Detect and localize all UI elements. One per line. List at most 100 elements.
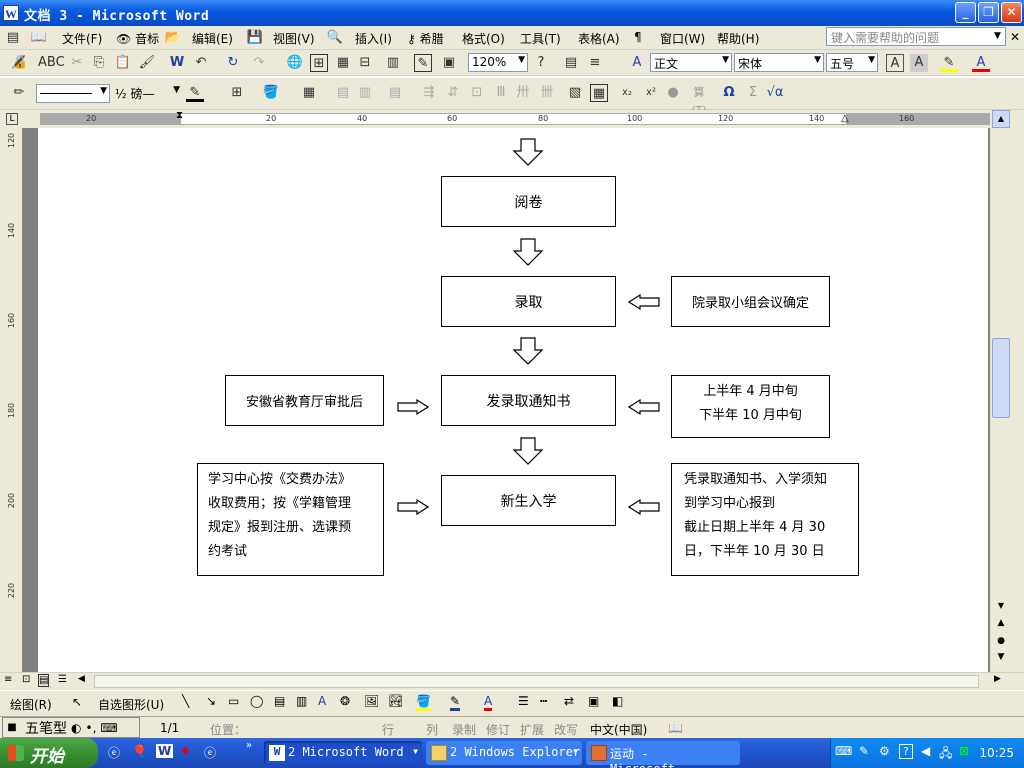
arrow-down-icon[interactable] [512,238,544,266]
copy-icon[interactable]: ⎘ [93,55,105,70]
enclose-char-icon[interactable]: ● [667,85,679,100]
menu-file[interactable]: 文件(F) [62,32,103,46]
task-explorer[interactable]: 2 Windows Explorer ▼ [426,741,582,765]
shading-icon[interactable]: 🪣 [262,85,280,100]
menu-greek[interactable]: ⚷ 希腊 [407,30,444,47]
shadow-icon[interactable]: ▣ [588,694,600,708]
close-button[interactable]: ✕ [1001,2,1022,23]
font-color-icon[interactable]: A [972,54,990,72]
rectangle-tool-icon[interactable]: ▭ [228,694,240,708]
indent-marker-icon[interactable]: ⧗ [176,110,184,121]
more-icon[interactable]: » [246,740,253,751]
columns-icon[interactable]: ▥ [386,55,400,70]
line-tool-icon[interactable]: ╲ [182,694,190,708]
pen-tray-icon[interactable]: ✎ [859,744,870,758]
phonetic-guide-icon[interactable]: 算(T) [691,86,706,117]
arrow-tool-icon[interactable]: ↘ [206,694,217,708]
insert-table-icon[interactable]: ▦ [336,55,350,70]
line-color-icon[interactable]: ✎ [450,694,461,711]
insert-excel-icon[interactable]: ⊟ [359,55,371,70]
status-record[interactable]: 录制 [452,723,477,737]
char-border-icon[interactable]: A [886,54,904,72]
spelling-icon[interactable]: ABC [38,55,65,70]
horizontal-scrollbar[interactable]: ≡ ⊡ ▤ ☰ ◀ ▶ [0,672,1024,690]
menu-tools[interactable]: 工具(T) [520,32,561,46]
repeat-icon[interactable]: ↷ [253,55,265,70]
horizontal-ruler[interactable]: L 20 20 40 60 80 100 120 140 160 ⧗ △ [0,110,1024,128]
folder-open-icon[interactable]: 📂 [164,30,182,45]
char-shading-icon[interactable]: A [910,54,928,72]
pencil-icon[interactable]: ✏ [13,85,25,100]
permission-icon[interactable]: 🔏 [10,55,28,70]
scroll-down-icon[interactable]: ▼ [997,601,1005,610]
task-ppt[interactable]: 运动 - Microsoft... [586,741,740,768]
doc-menu-icon[interactable]: ▤ [6,30,20,45]
ie-icon[interactable]: ⓔ [108,746,121,760]
word-quick-icon[interactable]: W [156,744,174,758]
picture-icon[interactable]: 🏞 [388,694,404,708]
network-tray-icon[interactable]: 🖧 [939,746,953,760]
text-direction-icon[interactable]: Ⅲ [496,85,506,100]
highlight-icon[interactable]: ✎ [940,54,958,72]
sum-icon[interactable]: Σ [748,85,758,100]
status-track[interactable]: 修订 [486,723,511,737]
line-style-icon[interactable]: ☰ [518,694,529,708]
balloon-icon[interactable]: 🎈 [132,744,147,758]
right-indent-icon[interactable]: △ [841,113,849,124]
status-language[interactable]: 中文(中国) [590,723,648,737]
collapse-tray-icon[interactable]: ◀ [921,744,931,758]
hyperlink-icon[interactable]: 🌐 [286,55,304,70]
start-button[interactable]: 开始 [0,738,98,768]
arrow-left-icon[interactable] [628,294,660,310]
arrow-right-icon[interactable] [397,499,429,515]
ime-mode[interactable]: 五笔型 [25,720,67,737]
format-painter-icon[interactable]: 🖌 [138,55,156,70]
menu-pilcrow[interactable]: ¶ [634,30,642,44]
task-word[interactable]: W 2 Microsoft Word ▼ [264,741,422,765]
menu-help[interactable]: 帮助(H) [717,32,760,46]
book-icon[interactable]: 📖 [30,30,48,45]
clock[interactable]: 10:25 [979,746,1014,760]
line-weight-select[interactable]: ½ 磅—▼ [112,84,182,103]
help-search-input[interactable]: 键入需要帮助的问题 [826,27,1006,46]
status-overtype[interactable]: 改写 [554,723,579,737]
help-dropdown-icon[interactable]: ▼ [994,31,1001,41]
font-size-select[interactable]: 五号▼ [826,53,878,72]
style-select[interactable]: 正文▼ [650,53,732,72]
save-icon[interactable]: 💾 [246,30,264,45]
3d-style-icon[interactable]: ◧ [612,694,624,708]
superscript-icon[interactable]: x² [646,87,656,98]
outline-view-icon[interactable]: ☰ [58,674,67,685]
word-app-icon[interactable]: W [3,5,19,21]
status-extend[interactable]: 扩展 [520,723,545,737]
formula-icon[interactable]: ▧ [568,85,582,100]
arrow-down-icon[interactable] [512,337,544,365]
box-committee[interactable]: 院录取小组会议确定 [671,276,830,327]
box-fee-registration[interactable]: 学习中心按《交费办法》 收取费用；按《学籍管理 规定》报到注册、选课预 约考试 [197,463,384,576]
box-admission[interactable]: 录取 [441,276,616,327]
undo-icon[interactable]: ↶ [195,55,207,70]
oval-tool-icon[interactable]: ◯ [250,694,264,708]
word-icon[interactable]: W [169,55,185,70]
distribute-cols-icon[interactable]: ⇵ [447,85,459,100]
textbox-tool-icon[interactable]: ▤ [274,694,286,708]
draw-menu[interactable]: 绘图(R) [10,698,52,712]
read-mode-icon[interactable]: ▤ [564,55,578,70]
autoshapes-menu[interactable]: 自选图形(U) [98,698,165,712]
menu-view[interactable]: 视图(V) [273,32,315,46]
arrow-style-icon[interactable]: ⇄ [564,694,575,708]
ime-tray-icon[interactable]: ⌨ [835,744,853,758]
scroll-right-icon[interactable]: ▶ [994,674,1001,684]
menu-format[interactable]: 格式(O) [462,32,505,46]
sort-asc-icon[interactable]: 卅 [516,85,530,100]
menu-phonetic[interactable]: 👁 音标 [116,30,159,47]
subscript-icon[interactable]: x₂ [622,87,632,98]
acrobat-icon[interactable]: ♦ [180,744,191,758]
scroll-left-icon[interactable]: ◀ [78,674,85,684]
help-icon[interactable]: ? [537,55,545,70]
menu-table[interactable]: 表格(A) [578,32,620,46]
vertical-textbox-icon[interactable]: ▥ [296,694,308,708]
next-page-icon[interactable]: ▼ [997,652,1005,662]
sort-desc-icon[interactable]: 卌 [540,85,554,100]
doc-map-icon[interactable]: ▣ [442,55,456,70]
